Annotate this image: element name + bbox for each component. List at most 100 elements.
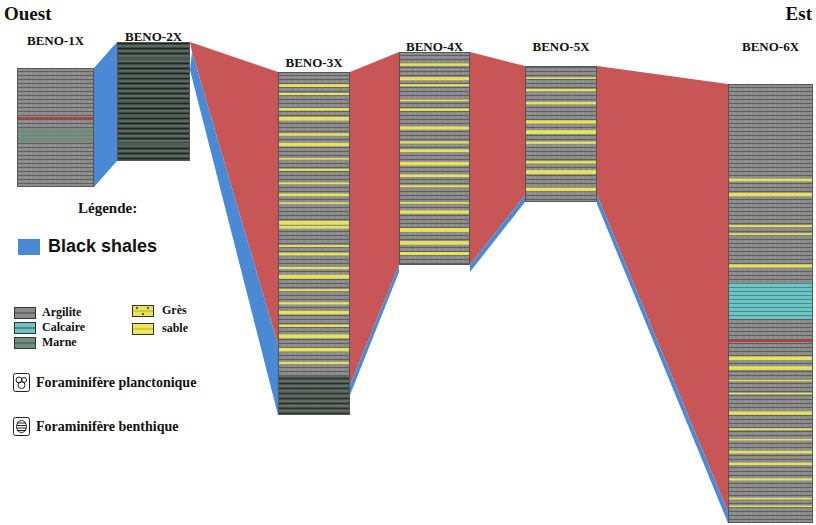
legend-symbol: [14, 337, 36, 349]
sand-layer: [728, 451, 813, 454]
legend-symbol: [132, 305, 154, 317]
sand-layer: [278, 221, 350, 225]
sand-layer: [278, 193, 350, 196]
sand-layer: [117, 58, 190, 60]
legend-item: Calcaire: [14, 320, 85, 335]
well-log: [17, 68, 94, 187]
sand-layer: [278, 334, 350, 338]
sand-layer: [278, 117, 350, 121]
well-log: [728, 84, 813, 523]
legend-text: Marne: [42, 335, 77, 350]
sand-layer: [728, 393, 813, 395]
sand-layer: [278, 253, 350, 256]
well-column: BENO-4X: [399, 52, 470, 265]
legend-item: Black shales: [18, 236, 157, 257]
well-name: BENO-5X: [532, 39, 589, 54]
direction-label: Est: [786, 3, 812, 25]
legend-item: sable: [132, 321, 188, 336]
well-log: [525, 66, 597, 202]
sand-layer: [278, 348, 350, 352]
direction-label: Ouest: [4, 3, 52, 25]
well-log: [399, 52, 470, 265]
sand-layer: [525, 188, 597, 192]
sand-layer: [278, 245, 350, 247]
sand-layer: [278, 133, 350, 136]
well-name: BENO-4X: [406, 39, 463, 54]
legend-text: sable: [162, 321, 188, 336]
legend-text: Foraminifère benthique: [36, 419, 178, 435]
sand-layer: [278, 169, 350, 171]
sand-layer: [728, 366, 813, 370]
black-shale-band: [94, 42, 117, 187]
well-name: BENO-6X: [742, 39, 799, 54]
sand-layer: [728, 193, 813, 196]
sand-layer: [728, 356, 813, 360]
sand-layer: [525, 102, 597, 104]
marker-line: [17, 117, 94, 119]
legend-swatch: [18, 239, 40, 255]
legend-item: Argilite: [14, 305, 81, 320]
well-column: BENO-2X: [117, 42, 190, 161]
sand-layer: [525, 170, 597, 174]
sand-layer: [728, 506, 813, 508]
well-column: BENO-1X: [17, 68, 94, 187]
sand-layer: [399, 126, 470, 129]
sand-layer: [278, 302, 350, 304]
sand-layer: [525, 130, 597, 134]
sand-layer: [728, 439, 813, 441]
sand-layer: [399, 141, 470, 143]
sand-layer: [525, 161, 597, 164]
legend-text: Grès: [162, 303, 187, 318]
legend-item: Foraminifère benthique: [13, 417, 178, 436]
marl-layer: [17, 128, 94, 142]
sand-layer: [399, 77, 470, 80]
sand-layer: [117, 76, 190, 78]
sand-layer: [399, 162, 470, 166]
sand-layer: [399, 241, 470, 245]
black-shale-band: [597, 195, 728, 523]
sand-layer: [728, 264, 813, 267]
legend-symbol: [14, 307, 36, 319]
sand-layer: [728, 380, 813, 382]
well-column: BENO-5X: [525, 66, 597, 202]
legend-symbol: [13, 373, 30, 392]
sand-layer: [728, 233, 813, 235]
legend-symbol: [13, 417, 30, 436]
sand-layer: [399, 149, 470, 152]
legend-text: Foraminifère planctonique: [36, 375, 196, 391]
sand-layer: [525, 89, 597, 91]
sand-layer: [278, 158, 350, 160]
sand-layer: [278, 202, 350, 204]
sand-layer: [399, 228, 470, 232]
sand-layer: [278, 182, 350, 184]
sand-layer: [728, 478, 813, 480]
sand-layer: [278, 84, 350, 87]
well-name: BENO-2X: [125, 29, 182, 44]
well-column: BENO-3X: [278, 72, 350, 415]
sand-layer: [525, 142, 597, 144]
well-logs: [17, 42, 813, 523]
legend-text: Calcaire: [42, 320, 85, 335]
sand-layer: [728, 498, 813, 500]
sand-layer: [399, 185, 470, 187]
sand-layer: [399, 210, 470, 213]
shale-layer: [278, 375, 350, 415]
sand-layer: [399, 108, 470, 111]
limestone-layer: [728, 283, 813, 319]
sand-layer: [525, 77, 597, 79]
correlation-band: [190, 42, 278, 345]
sand-layer: [117, 143, 190, 146]
sand-layer: [278, 93, 350, 95]
sand-layer: [728, 411, 813, 415]
legend-text: Argilite: [42, 305, 81, 320]
legend-text: Black shales: [48, 236, 157, 257]
sand-layer: [399, 99, 470, 101]
sand-layer: [728, 225, 813, 227]
correlation-band: [597, 66, 728, 512]
sand-layer: [278, 108, 350, 111]
black-shale-band: [470, 195, 525, 272]
legend-symbol: [132, 323, 154, 335]
legend-item: Marne: [14, 335, 77, 350]
